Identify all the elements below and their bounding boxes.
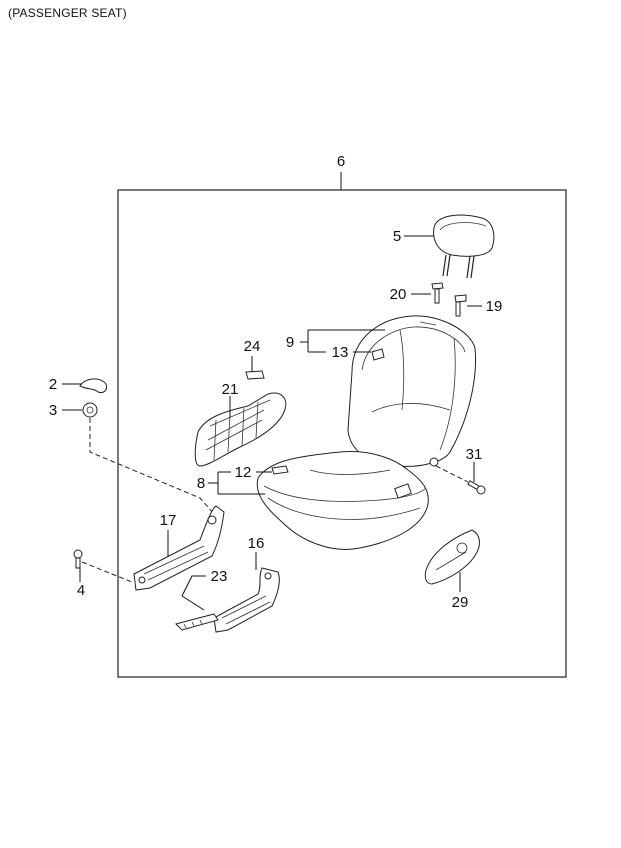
clip-2[interactable] xyxy=(79,378,107,393)
callout-24: 24 xyxy=(244,338,261,355)
callout-8: 8 xyxy=(197,475,205,492)
callout-12: 12 xyxy=(235,464,252,481)
release-lever-23[interactable] xyxy=(175,613,219,631)
nut-3[interactable] xyxy=(82,402,98,418)
callout-5: 5 xyxy=(393,228,401,245)
recliner-cover-29[interactable] xyxy=(424,529,480,585)
nut-3-axis xyxy=(89,418,215,515)
seat-cushion[interactable] xyxy=(256,450,429,550)
callout-29: 29 xyxy=(452,594,469,611)
headrest-guide-20[interactable] xyxy=(431,282,444,304)
callout-3: 3 xyxy=(49,402,57,419)
bolt-4[interactable] xyxy=(73,549,83,569)
callout-2: 2 xyxy=(49,376,57,393)
callout-9: 9 xyxy=(286,334,294,351)
bolt-31[interactable] xyxy=(467,480,486,495)
bolt-4-axis xyxy=(81,561,133,583)
diagram-title: (PASSENGER SEAT) xyxy=(8,6,127,20)
callout-16: 16 xyxy=(248,535,265,552)
callout-31: 31 xyxy=(466,446,483,463)
bolt-31-axis xyxy=(435,465,469,483)
leader-23 xyxy=(181,575,206,611)
seat-track-16[interactable] xyxy=(213,567,280,633)
headrest-guide-19[interactable] xyxy=(454,294,467,317)
callout-6: 6 xyxy=(337,153,345,170)
headrest[interactable] xyxy=(433,214,495,279)
callout-17: 17 xyxy=(160,512,177,529)
cushion-tag-12[interactable] xyxy=(271,465,289,475)
assembly-frame xyxy=(117,189,567,678)
callout-13: 13 xyxy=(332,344,349,361)
side-shield-21[interactable] xyxy=(194,392,287,467)
seat-back-tag-13[interactable] xyxy=(371,348,385,361)
seat-track-17[interactable] xyxy=(133,505,225,591)
callout-21: 21 xyxy=(222,381,239,398)
seat-back[interactable] xyxy=(347,315,476,467)
callout-20: 20 xyxy=(390,286,407,303)
callout-19: 19 xyxy=(486,298,503,315)
callout-23: 23 xyxy=(211,568,228,585)
callout-4: 4 xyxy=(77,582,85,599)
trim-cover-24[interactable] xyxy=(245,370,265,380)
